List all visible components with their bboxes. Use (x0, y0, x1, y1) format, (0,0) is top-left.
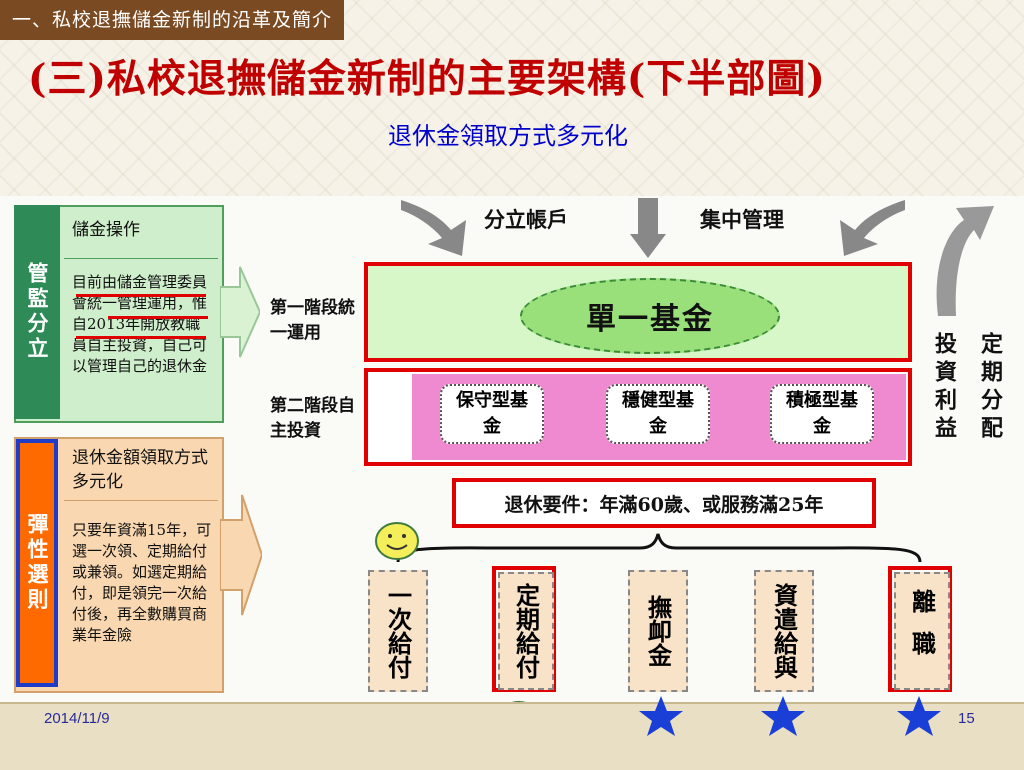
requirement-box: 退休要件：年滿60歲、或服務滿25年 (452, 478, 876, 528)
arrow-down-icon (840, 200, 905, 256)
brace-connector (396, 533, 922, 563)
payout-periodic-frame (492, 566, 556, 692)
investment-returns-label: 投資利益 (931, 332, 957, 444)
payout-periodic: 定期給付 (498, 572, 554, 690)
payout-survivor: 撫卹金 (628, 570, 688, 692)
arrow-down-icon (630, 198, 666, 258)
stage1-label: 第一階段統一運用 (270, 298, 355, 343)
footer-date: 2014/11/9 (44, 710, 110, 727)
page-number: 15 (958, 710, 975, 727)
periodic-distribution-label: 定期分配 (977, 332, 1003, 444)
flexibility-heading: 退休金額領取方式多元化 (72, 448, 208, 492)
central-management-label: 集中管理 (700, 207, 784, 232)
separate-accounts-label: 分立帳戶 (484, 207, 568, 232)
payout-severance: 資遣給與 (754, 570, 814, 692)
footer-band (0, 702, 1024, 770)
underline-3 (76, 336, 206, 339)
payout-lump-sum: 一次給付 (368, 570, 428, 692)
fund-aggressive: 積極型基金 (770, 384, 874, 444)
smiley-icon (375, 522, 419, 560)
page-subtitle: 退休金領取方式多元化 (388, 122, 628, 150)
flexibility-label: 彈性選則 (16, 439, 58, 687)
supervision-heading: 儲金操作 (72, 220, 140, 240)
flexibility-body: 只要年資滿15年，可選一次領、定期給付或兼領。如選定期給付，即是領完一次給付後，… (72, 521, 212, 644)
page-title: (三)私校退撫儲金新制的主要架構(下半部圖) (28, 56, 826, 102)
requirement-text: 退休要件：年滿60歲、或服務滿25年 (504, 493, 824, 516)
supervision-body: 目前由儲金管理委員會統一管理運用，惟自2013年開放教職員自主投資，自己可以管理… (72, 273, 208, 375)
section-tag: 一、私校退撫儲金新制的沿革及簡介 (0, 0, 345, 40)
star-icon (761, 696, 805, 736)
arrow-right-icon (220, 494, 262, 616)
fund-conservative: 保守型基金 (440, 384, 544, 444)
arrow-down-icon (401, 200, 466, 256)
return-arrow-icon (936, 206, 994, 316)
supervision-label: 管監分立 (14, 205, 60, 419)
fund-balanced: 穩健型基金 (606, 384, 710, 444)
single-fund-label: 單一基金 (586, 302, 714, 337)
underline-1 (76, 294, 206, 297)
star-icon (639, 696, 683, 736)
arrow-right-icon (220, 266, 260, 358)
single-fund-ellipse: 單一基金 (520, 278, 780, 354)
star-icon (897, 696, 941, 736)
payout-resign: 離職 (894, 572, 950, 690)
underline-2 (108, 316, 208, 319)
payout-resign-frame (888, 566, 952, 692)
flexibility-divider (64, 500, 218, 501)
stage2-label: 第二階段自主投資 (270, 396, 355, 441)
supervision-divider (64, 258, 218, 259)
